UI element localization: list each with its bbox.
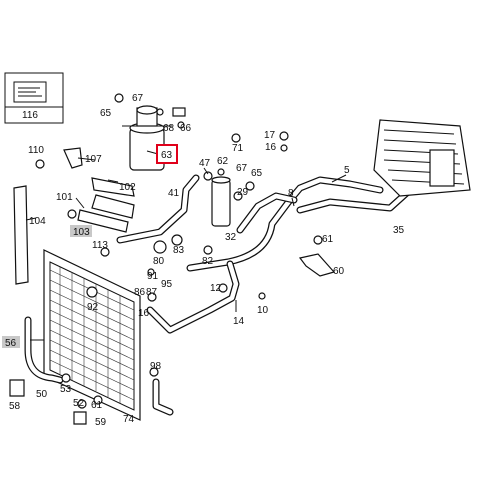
callout-101: 101 <box>56 192 73 203</box>
callout-56: 56 <box>5 338 17 349</box>
accumulator <box>203 168 231 227</box>
callout-58: 58 <box>9 401 21 412</box>
callout-87: 87 <box>146 287 158 298</box>
callout-16: 16 <box>138 308 150 319</box>
callout-116: 116 <box>22 110 38 121</box>
callout-63: 63 <box>161 150 173 161</box>
callout-16-top: 16 <box>265 142 277 153</box>
small-parts <box>9 131 323 425</box>
callout-67: 67 <box>132 93 144 104</box>
callout-98: 98 <box>150 361 162 372</box>
callout-41: 41 <box>168 188 180 199</box>
callout-107: 107 <box>85 154 102 165</box>
receiver-drier <box>114 93 186 171</box>
highlight-frame <box>156 144 178 164</box>
callout-14: 14 <box>233 316 245 327</box>
callout-103-box <box>70 225 92 237</box>
highlighted-callout[interactable]: 63 <box>156 144 178 164</box>
callout-67-b: 67 <box>236 163 248 174</box>
callout-61-b: 61 <box>91 400 103 411</box>
callout-59: 59 <box>95 417 107 428</box>
side-panel <box>13 185 29 285</box>
callout-110: 110 <box>28 145 44 156</box>
callout-113: 113 <box>92 240 108 251</box>
callout-60: 60 <box>333 266 345 277</box>
callout-92: 92 <box>87 302 99 313</box>
callout-12: 12 <box>210 283 222 294</box>
callout-95: 95 <box>161 279 173 290</box>
callout-17: 17 <box>264 130 276 141</box>
callout-47: 47 <box>199 158 211 169</box>
callout-80: 80 <box>153 256 165 267</box>
callout-32: 32 <box>225 232 237 243</box>
callout-56-box <box>2 336 20 348</box>
callout-65-b: 65 <box>251 168 263 179</box>
callout-5: 5 <box>344 165 350 176</box>
callout-65: 65 <box>100 108 112 119</box>
callout-52: 52 <box>73 398 85 409</box>
callout-29: 29 <box>237 187 249 198</box>
callout-66: 66 <box>180 123 192 134</box>
callout-68: 68 <box>163 123 175 134</box>
callout-103: 103 <box>73 227 90 238</box>
callout-86: 86 <box>134 287 146 298</box>
compressor <box>373 119 471 197</box>
hose-bracket <box>298 253 336 277</box>
callout-71: 71 <box>232 143 244 154</box>
callout-62: 62 <box>217 156 229 167</box>
callout-10: 10 <box>257 305 269 316</box>
callout-83: 83 <box>173 245 185 256</box>
callout-50: 50 <box>36 389 48 400</box>
callout-53: 53 <box>60 384 72 395</box>
condenser <box>43 249 141 421</box>
callout-91: 91 <box>147 271 159 282</box>
bracket <box>35 147 135 257</box>
callout-35: 35 <box>393 225 405 236</box>
callout-102: 102 <box>119 182 136 193</box>
refrigerant-lines <box>24 146 422 416</box>
callout-labels: 116 67 65 68 66 110 107 102 47 62 71 17 … <box>2 93 405 428</box>
callout-8: 8 <box>288 188 294 199</box>
callout-104: 104 <box>29 216 46 227</box>
callout-74: 74 <box>123 414 135 425</box>
callout-82: 82 <box>202 256 214 267</box>
inset-box <box>4 72 64 124</box>
callout-61: 61 <box>322 234 334 245</box>
